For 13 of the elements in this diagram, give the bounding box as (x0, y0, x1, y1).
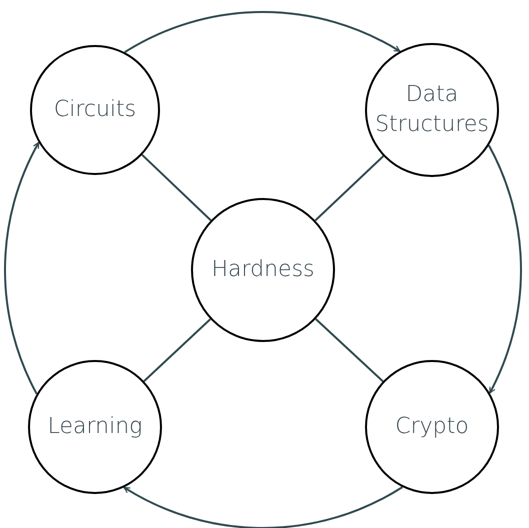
arrow (123, 486, 403, 528)
node-label: Hardness (211, 256, 315, 284)
connector-line (314, 155, 384, 222)
arrow (4, 142, 40, 394)
node-label: Learning (48, 413, 142, 442)
node-label: Data Structures (374, 81, 490, 139)
arrow (488, 144, 522, 394)
connector-line (141, 154, 212, 222)
arrow (124, 11, 400, 54)
connector-line (315, 318, 384, 382)
node-label: Crypto (395, 413, 469, 442)
connector-line (143, 318, 212, 382)
node-label: Circuits (54, 96, 136, 124)
